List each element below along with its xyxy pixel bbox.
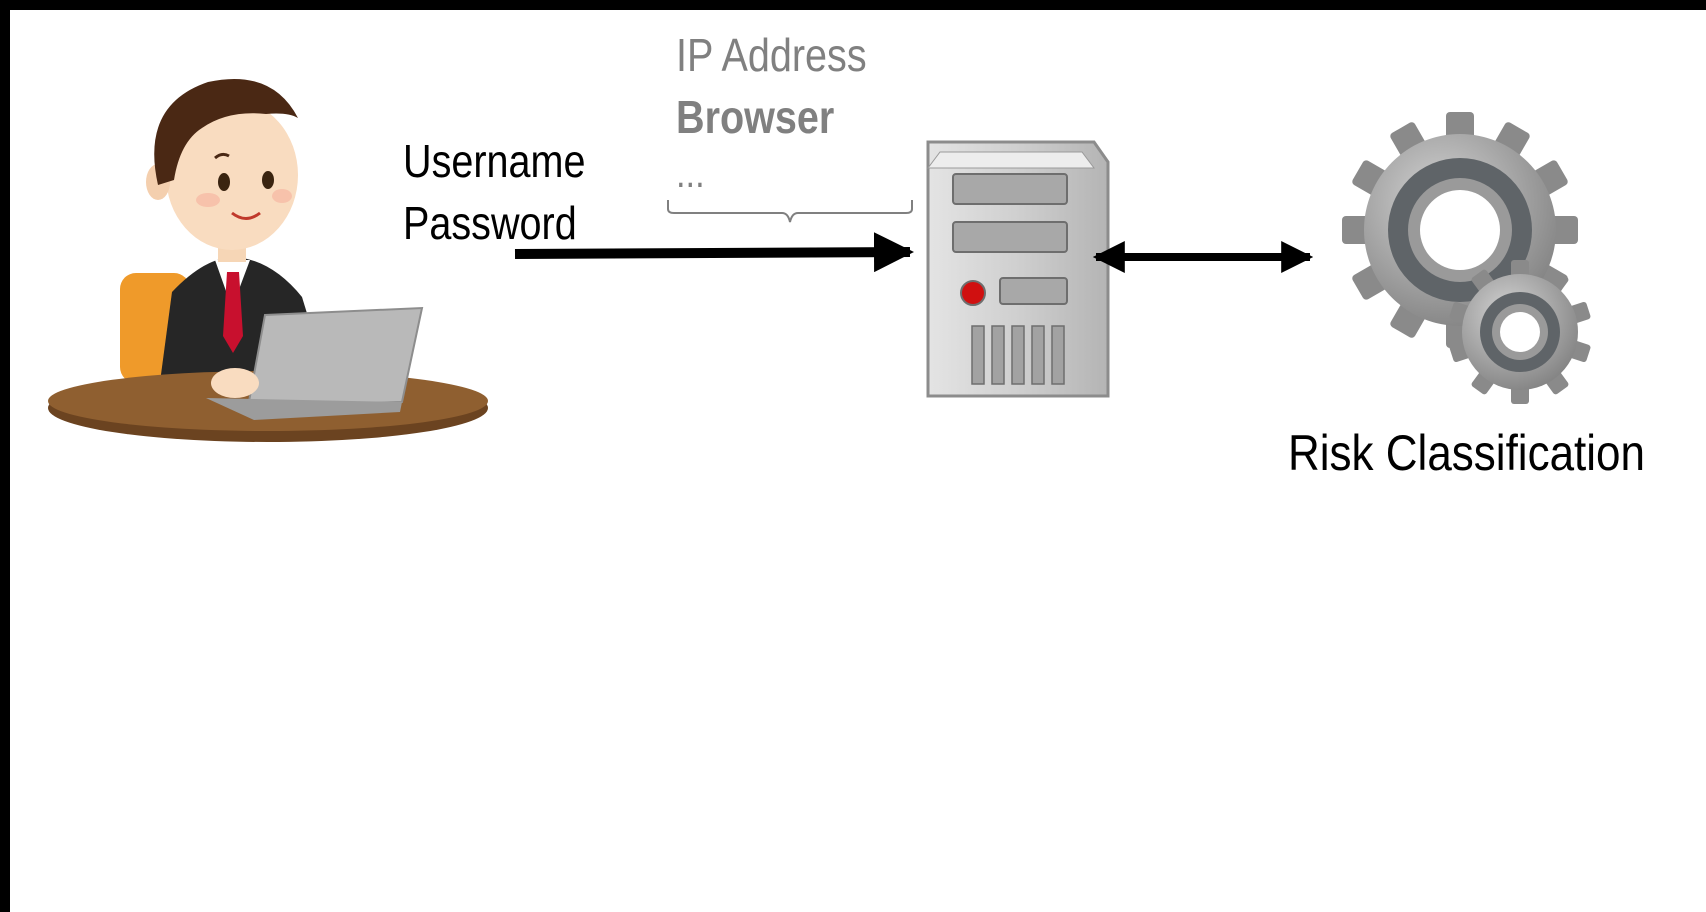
ip-address-label: IP Address — [676, 29, 867, 81]
server-tower-icon — [926, 140, 1110, 398]
credentials-label: Username Password — [403, 130, 585, 254]
metadata-ellipsis: ... — [676, 152, 705, 196]
gears-icon — [1342, 112, 1591, 404]
request-metadata-label: IP Address Browser ... — [676, 24, 867, 200]
username-label: Username — [403, 135, 586, 187]
metadata-brace — [667, 200, 913, 223]
diagram-canvas: Username Password IP Address Browser ...… — [10, 10, 1706, 912]
browser-label: Browser — [676, 91, 835, 143]
request-arrow — [514, 232, 914, 273]
diagram-artwork — [48, 78, 1591, 442]
risk-classification-label: Risk Classification — [1288, 425, 1645, 481]
user-at-laptop-icon — [48, 78, 488, 442]
password-label: Password — [403, 197, 577, 249]
